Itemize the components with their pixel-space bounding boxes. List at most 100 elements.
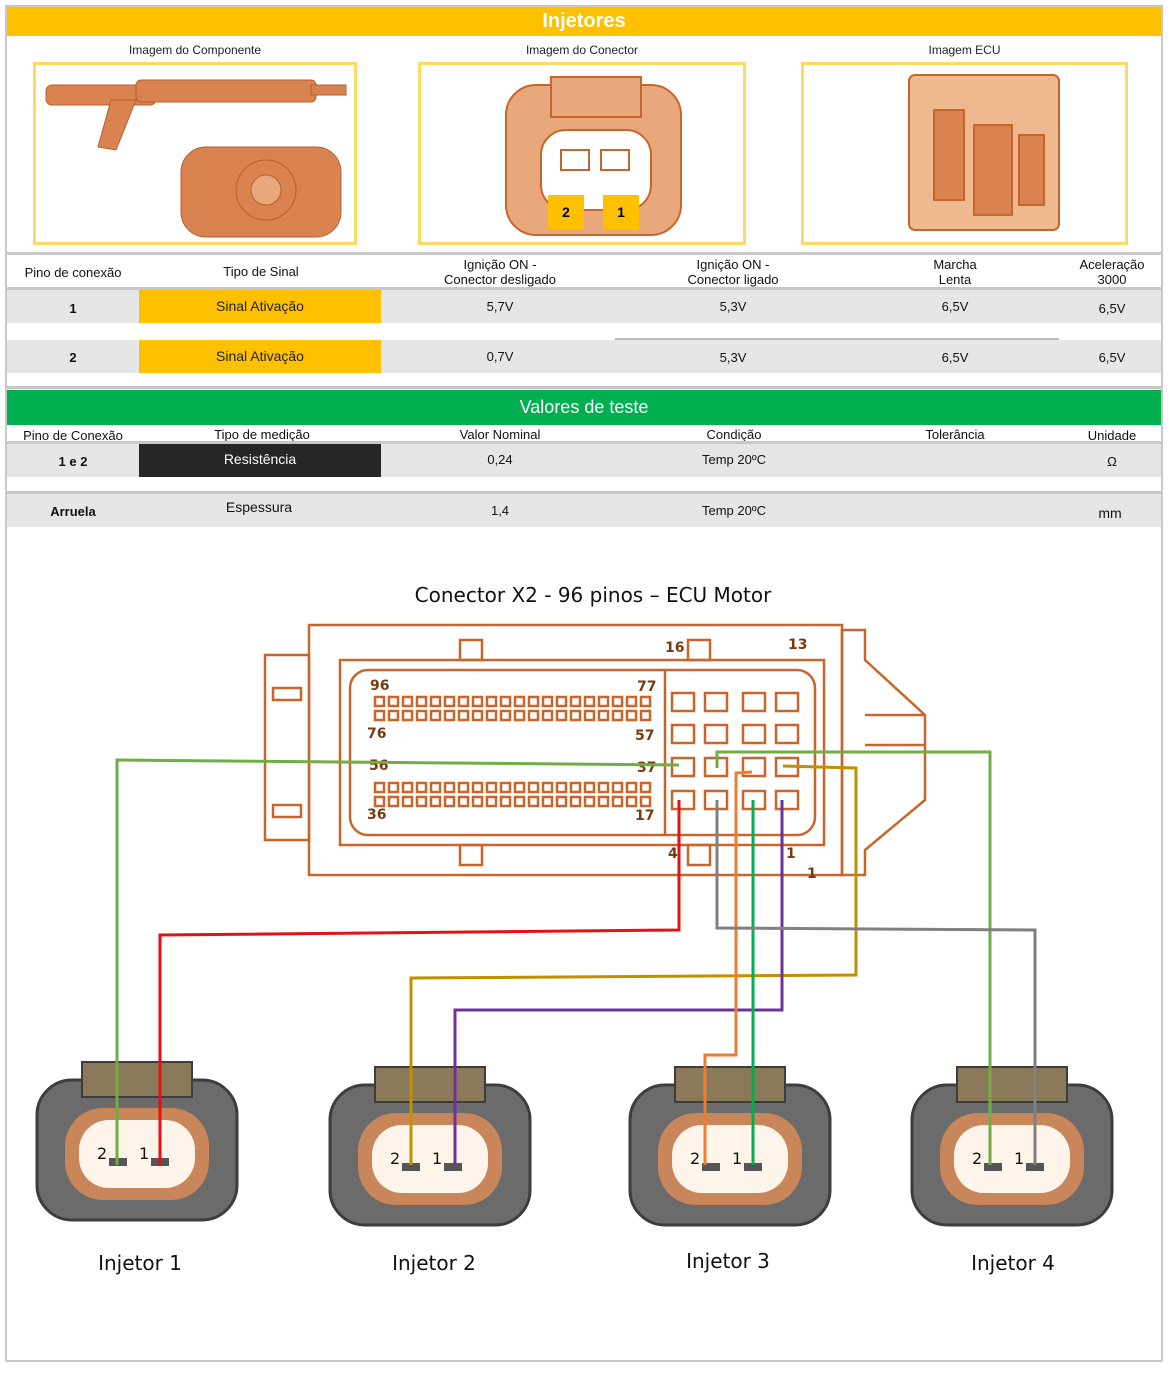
ecu-pin [457,795,470,808]
ecu-pin [527,795,540,808]
ecu-pin [541,781,554,794]
nominal-cell: 1,4 [490,503,510,518]
page-title: Injetores [7,7,1161,36]
idle-cell: 6,5V [941,350,969,365]
measure-type-cell: Espessura [225,499,293,515]
ecu-pin [583,709,596,722]
ecu-pin-large [741,723,767,745]
ecu-pin [597,695,610,708]
ecu-connector-drawing [263,623,927,877]
ecu-pin [401,695,414,708]
diagram-title: Conector X2 - 96 pinos – ECU Motor [414,583,772,607]
wire-inj1-pin2 [115,758,680,1165]
ecu-pin [401,795,414,808]
pin-cell: Arruela [50,504,96,519]
pin-label: 37 [637,760,656,776]
ecu-pin [513,781,526,794]
unit-cell: Ω [1107,454,1117,469]
ecu-pin [499,709,512,722]
pin-label: 56 [369,758,388,774]
ecu-pin [485,695,498,708]
wire-inj4-pin1 [715,800,1037,1165]
ecu-pin [639,795,652,808]
injector-pin-label: 2 [97,1144,107,1163]
test-row-2: Arruela Espessura 1,4 Temp 20ºC mm [7,494,1161,527]
ecu-pin [611,795,624,808]
col-header-accel: Aceleração 3000 [1079,257,1145,287]
pin-label: 57 [635,728,654,744]
injector-illustration [45,79,347,238]
ecu-pin [429,709,442,722]
pin-label: 17 [635,808,654,824]
ecu-pin [569,781,582,794]
ecu-pin [569,695,582,708]
injector-pin-label: 1 [139,1144,149,1163]
test-row-1: 1 e 2 Resistência 0,24 Temp 20ºC Ω [7,444,1161,477]
pin-label: 1 [807,866,817,882]
ign-off-cell: 5,7V [486,299,514,314]
injector-2-label: Injetor 2 [392,1251,476,1275]
ecu-pin [499,781,512,794]
col-header-condition: Condição [706,427,762,442]
col-header-nominal: Valor Nominal [459,427,541,442]
ecu-pin [443,781,456,794]
measure-type-cell: Resistência [139,444,381,477]
ecu-pin-large [774,723,800,745]
ecu-pin [429,781,442,794]
wire-inj2-pin1 [453,800,784,1165]
ecu-pin [583,795,596,808]
injector-pin-label: 2 [390,1149,400,1168]
injector-3-label: Injetor 3 [686,1249,770,1273]
col-header-pin: Pino de conexão [24,265,122,280]
ecu-pin [415,795,428,808]
ecu-pin [485,795,498,808]
test-values-title: Valores de teste [7,390,1161,425]
injector-pin-label: 1 [732,1149,742,1168]
pin-label: 4 [668,846,678,862]
ecu-pin [597,795,610,808]
ecu-pin [373,795,386,808]
ecu-pin [625,795,638,808]
ecu-pin [373,695,386,708]
ecu-pin [429,795,442,808]
injector-pin-label: 1 [432,1149,442,1168]
ecu-pin [639,695,652,708]
idle-cell: 6,5V [941,299,969,314]
accel-cell: 6,5V [1098,350,1126,365]
nominal-cell: 0,24 [487,452,513,467]
injector-1-label: Injetor 1 [98,1251,182,1275]
unit-cell: mm [1098,505,1122,521]
ecu-pin [541,695,554,708]
signal-row-2: 2 Sinal Ativação 0,7V 5,3V 6,5V 6,5V [7,340,1161,373]
connector-image: 2 1 [418,62,746,245]
ecu-pin [541,795,554,808]
condition-cell: Temp 20ºC [702,452,766,467]
col-header-idle: Marcha Lenta [933,257,977,287]
ecu-pin [471,695,484,708]
ecu-pin [611,709,624,722]
signal-row-1: 1 Sinal Ativação 5,7V 5,3V 6,5V 6,5V [7,290,1161,323]
pin-label: 77 [637,679,656,695]
ecu-image-label: Imagem ECU [928,43,1001,57]
ign-on-cell: 5,3V [719,350,747,365]
pin-badge-2: 2 [548,195,584,229]
ign-off-cell: 0,7V [486,349,514,364]
pin-cell: 2 [69,350,77,365]
ecu-pin [583,781,596,794]
ecu-pin [471,795,484,808]
pin-label: 1 [786,846,796,862]
component-image [33,62,357,245]
injector-4-label: Injetor 4 [971,1251,1055,1275]
ecu-pin [555,695,568,708]
injector-pin-label: 2 [690,1149,700,1168]
ecu-pin [429,695,442,708]
ecu-pin [471,781,484,794]
pin-label: 76 [367,726,386,742]
ecu-pin [527,709,540,722]
ecu-pin-large [670,723,696,745]
pin-cell: 1 e 2 [58,454,88,469]
